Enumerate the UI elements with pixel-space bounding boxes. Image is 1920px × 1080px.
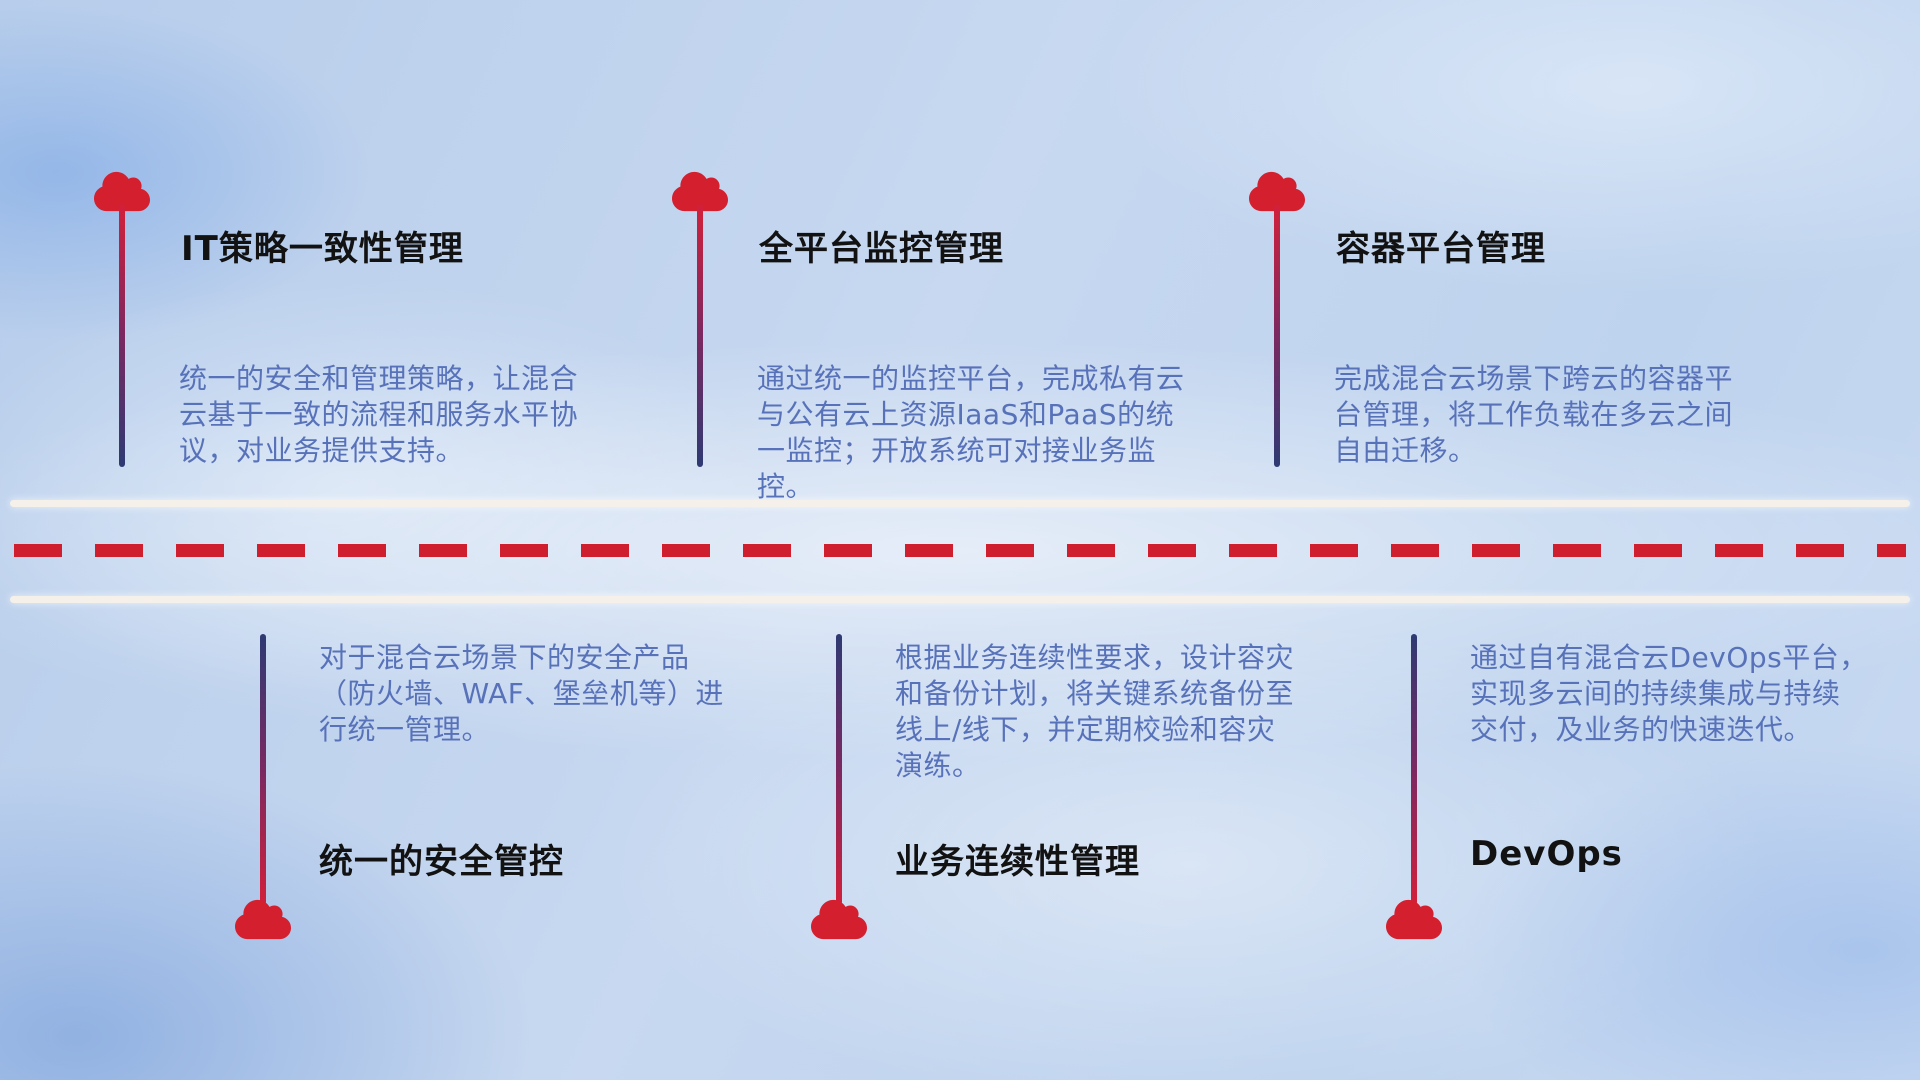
connector-line [119,205,125,467]
item-title: 统一的安全管控 [319,842,564,882]
cloud-icon [235,897,291,942]
item-title: 业务连续性管理 [895,842,1140,882]
item-description: 完成混合云场景下跨云的容器平台管理，将工作负载在多云之间自由迁移。 [1334,362,1734,467]
item-description: 对于混合云场景下的安全产品（防火墙、WAF、堡垒机等）进行统一管理。 [319,641,724,746]
item-description: 通过统一的监控平台，完成私有云与公有云上资源IaaS和PaaS的统一监控；开放系… [757,362,1185,503]
item-title: DevOps [1470,834,1623,874]
road-line-top [10,500,1910,507]
item-description: 统一的安全和管理策略，让混合云基于一致的流程和服务水平协议，对业务提供支持。 [179,362,579,467]
connector-line [1274,205,1280,467]
item-description: 通过自有混合云DevOps平台，实现多云间的持续集成与持续交付，及业务的快速迭代… [1470,641,1868,746]
item-title: 全平台监控管理 [759,229,1004,269]
cloud-icon [811,897,867,942]
cloud-icon [94,169,150,214]
item-title: 容器平台管理 [1336,229,1546,269]
item-description: 根据业务连续性要求，设计容灾和备份计划，将关键系统备份至线上/线下，并定期校验和… [895,641,1295,782]
road-line-bottom [10,596,1910,603]
cloud-icon [1386,897,1442,942]
cloud-icon [1249,169,1305,214]
connector-line [1411,634,1417,905]
connector-line [697,205,703,467]
item-title: IT策略一致性管理 [181,229,464,269]
connector-line [260,634,266,905]
cloud-icon [672,169,728,214]
road-dashed-line [14,544,1906,557]
connector-line [836,634,842,905]
